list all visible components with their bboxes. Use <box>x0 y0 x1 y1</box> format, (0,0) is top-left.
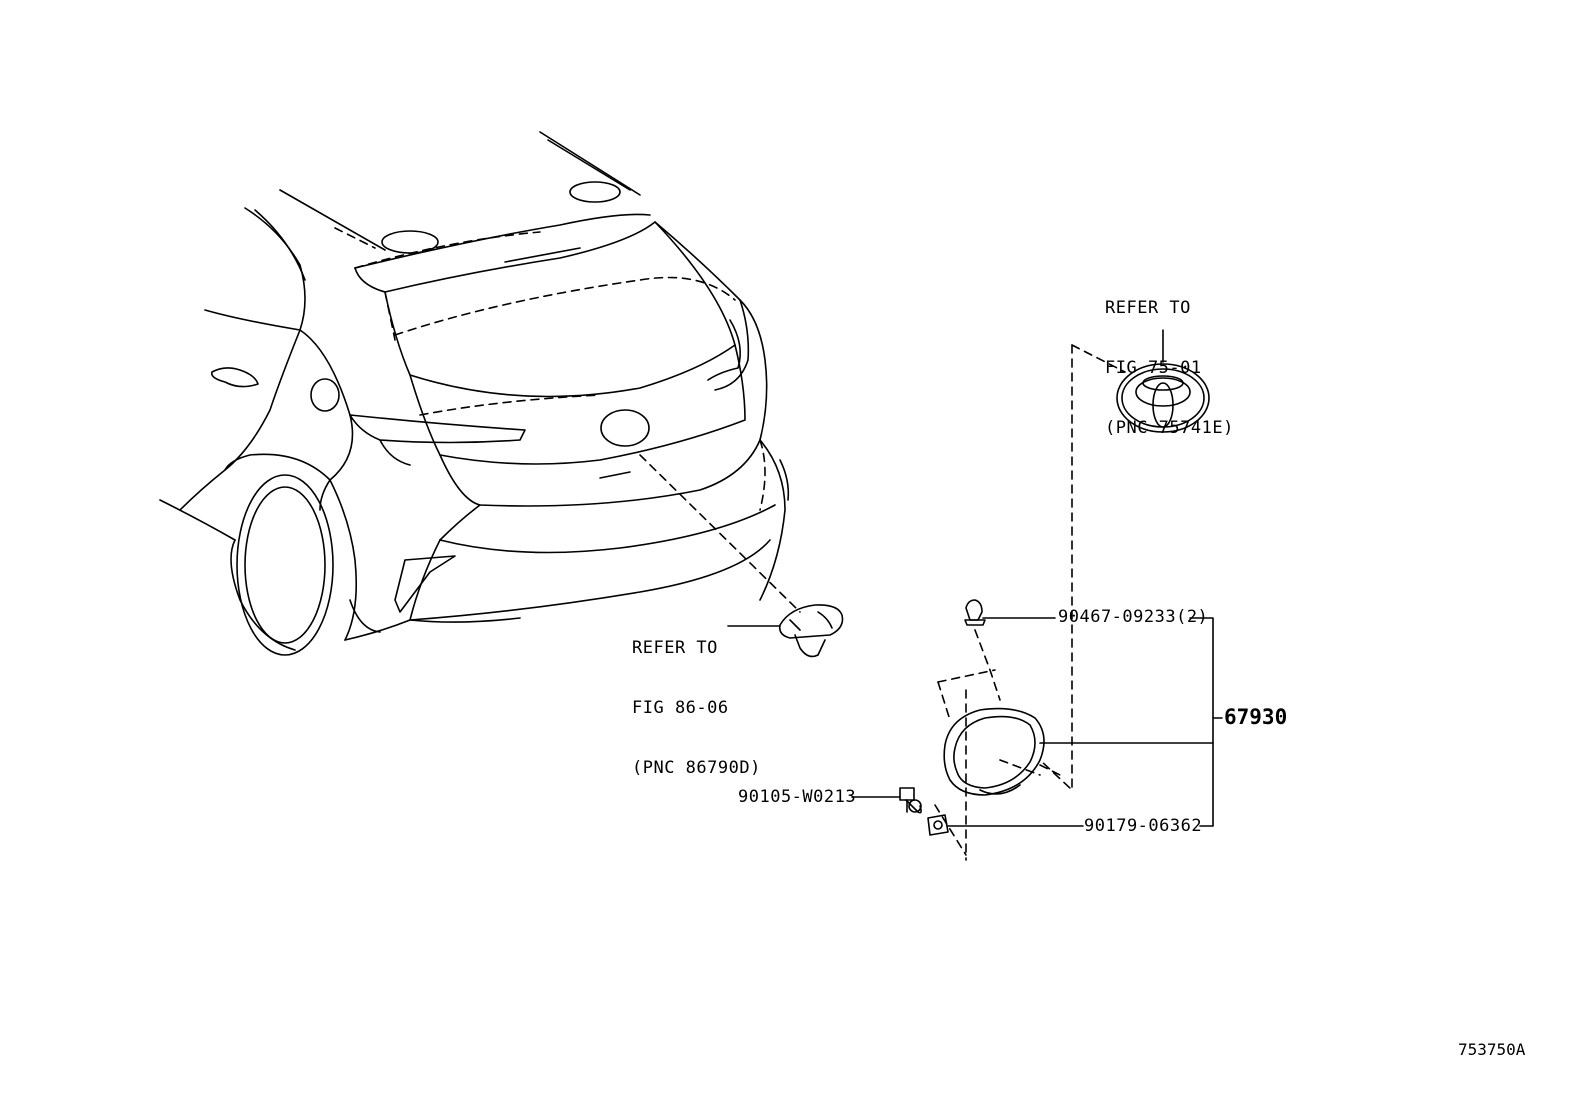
emblem-ref-line3: (PNC 75741E) <box>1105 418 1234 438</box>
figure-id: 753750A <box>1458 1040 1526 1059</box>
nut-part <box>927 814 949 836</box>
leader-dashes-car <box>334 227 801 613</box>
emblem-ref-line2: FIG 75-01 <box>1105 358 1202 378</box>
leader-lines <box>727 617 1223 827</box>
leader-dashes-parts <box>934 344 1126 861</box>
screw-part <box>899 787 922 814</box>
part-number-67930: 67930 <box>1224 705 1288 729</box>
camera-reference-label: REFER TO FIG 86-06 (PNC 86790D) <box>632 598 761 798</box>
camera-ref-line3: (PNC 86790D) <box>632 758 761 778</box>
camera-part <box>778 604 844 658</box>
clip-part <box>964 599 986 626</box>
emblem-reference-label: REFER TO FIG 75-01 (PNC 75741E) <box>1105 258 1234 458</box>
camera-ref-line1: REFER TO <box>632 638 718 658</box>
emblem-ref-line1: REFER TO <box>1105 298 1191 318</box>
part-number-90105: 90105-W0213 <box>738 787 857 807</box>
car-illustration <box>159 131 790 656</box>
toyota-emblem <box>1116 329 1210 433</box>
part-number-90467: 90467-09233(2) <box>1058 607 1209 627</box>
garnish-part <box>943 707 1045 796</box>
camera-ref-line2: FIG 86-06 <box>632 698 729 718</box>
part-number-90179: 90179-06362 <box>1084 816 1203 836</box>
